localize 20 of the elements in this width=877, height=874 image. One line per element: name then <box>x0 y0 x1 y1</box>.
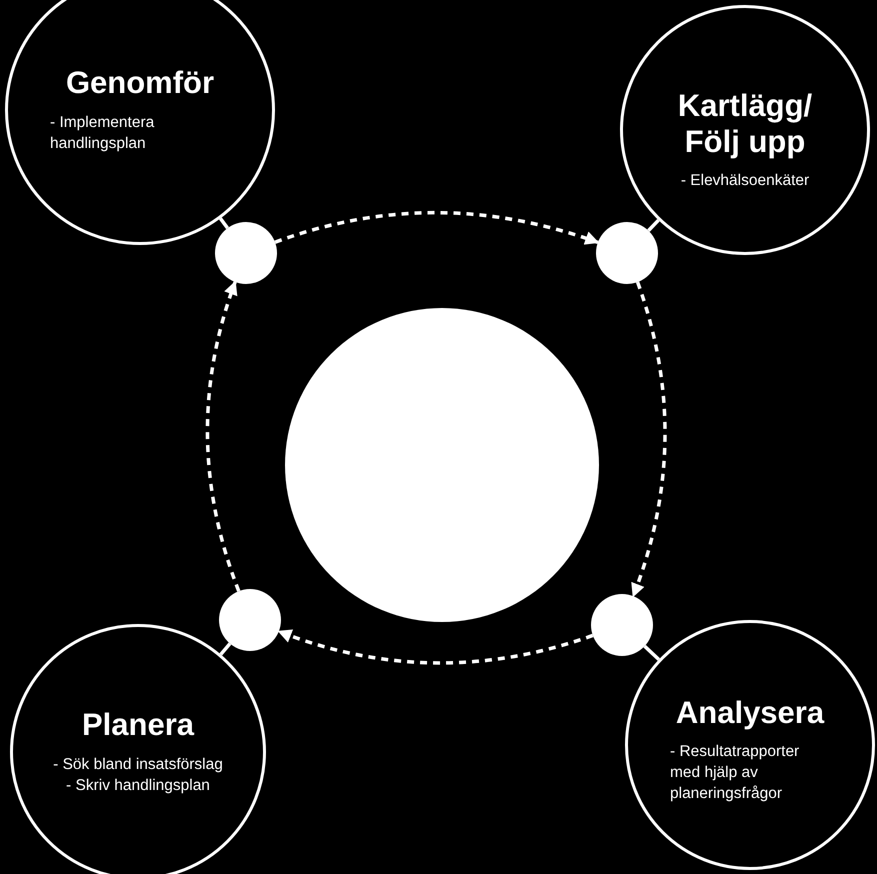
step-title: Genomför <box>66 65 214 101</box>
connector-line <box>647 219 660 232</box>
dashed-arrow <box>206 280 240 592</box>
step-title: Kartlägg/ Följ upp <box>676 88 814 160</box>
step-item: - Skriv handlingsplan <box>66 776 210 796</box>
step-title: Analysera <box>676 694 824 730</box>
dashed-arrow <box>278 629 594 665</box>
small-circle <box>591 594 653 656</box>
connector-line <box>643 644 660 661</box>
small-circle <box>596 222 658 284</box>
dashed-arrow <box>274 210 600 246</box>
small-circle <box>215 222 277 284</box>
step-item: - Elevhälsoenkäter <box>680 171 810 192</box>
step-title: Planera <box>82 707 194 743</box>
connector-line <box>219 642 232 656</box>
dashed-arrow <box>630 282 667 598</box>
connector-line <box>218 217 229 230</box>
step-item: - Sök bland insatsförslag <box>53 754 223 775</box>
step-item: - Implementera handlingsplan <box>50 112 156 154</box>
step-item: - Resultatrapporter med hjälp av planeringsfrågor <box>670 742 800 804</box>
